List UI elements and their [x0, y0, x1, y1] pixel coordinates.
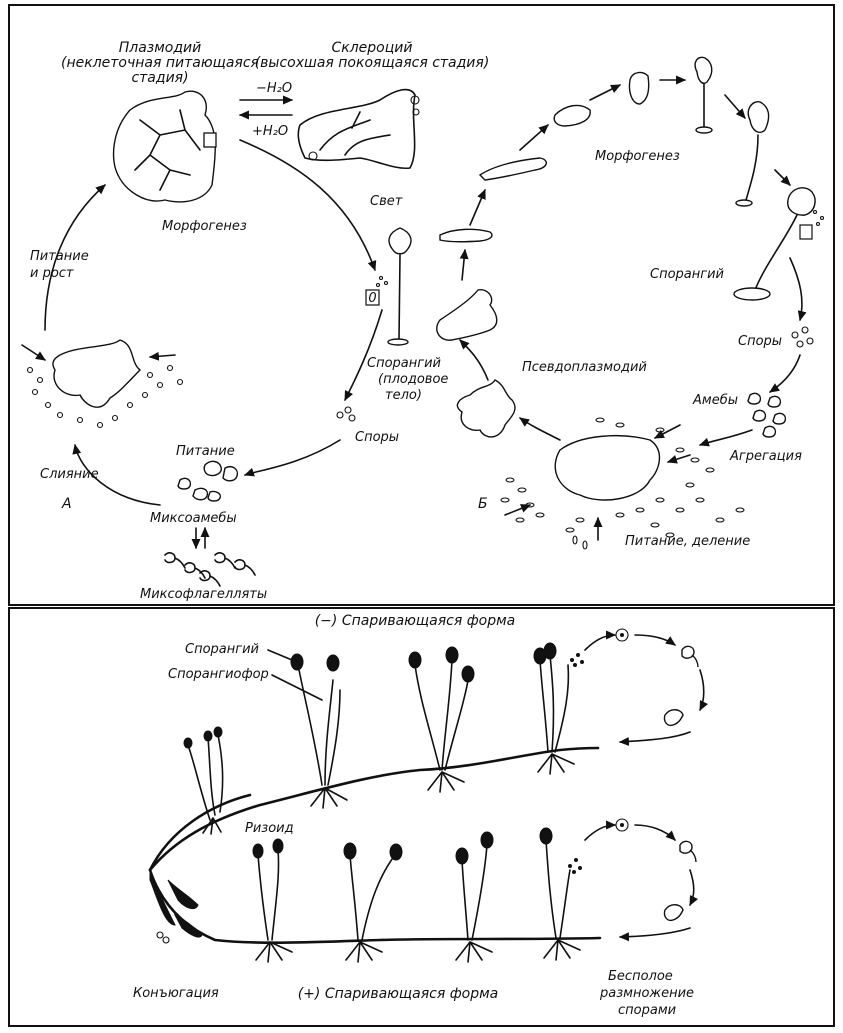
panel-c: (−) Спаривающаяся форма (+) Спаривающаяс…	[133, 613, 709, 1018]
plus-mating-label: (+) Спаривающаяся форма	[298, 986, 499, 1002]
sporangium-label-a-1: Спорангий	[367, 356, 441, 371]
myxoflagellates-drawing	[164, 552, 256, 587]
svg-text:0: 0	[368, 291, 376, 306]
sporangium-label-a-3: тело)	[385, 388, 422, 403]
plus-water-label: +H₂O	[252, 124, 288, 139]
conjugation-zygote	[149, 869, 203, 944]
plus-sporangia-group-4	[539, 827, 582, 961]
sporangium-label-c: Спорангий	[185, 642, 259, 657]
asexual-label-3: спорами	[618, 1003, 676, 1018]
sclerotium-label: Склероций	[332, 40, 413, 56]
morphogenesis-label-a: Морфогенез	[162, 219, 247, 234]
feeding-growth-label-2: и рост	[30, 266, 74, 281]
minus-water-label: −H₂O	[256, 81, 292, 96]
aggregation-center	[500, 417, 745, 550]
rhizoid-label: Ризоид	[245, 821, 294, 836]
pseudoplasmodium-label: Псевдоплазмодий	[522, 360, 647, 375]
myxamoebae-drawing	[177, 460, 239, 502]
panel-a-letter: А	[61, 496, 72, 512]
plasmodium-inset-box	[203, 132, 217, 148]
conjugation-label: Конъюгация	[133, 986, 219, 1001]
plus-asexual-cycle	[584, 818, 699, 942]
slug-drawing	[436, 289, 498, 341]
feeding-division-label: Питание, деление	[625, 534, 750, 549]
panel-a: 0	[21, 40, 490, 602]
morphogenesis-label-b: Морфогенез	[595, 149, 680, 164]
sporangium-label-a-2: (плодовое	[378, 372, 448, 387]
minus-asexual-cycle	[584, 628, 709, 746]
myxamoebae-label: Миксоамебы	[150, 511, 237, 526]
plasmodium-drawing	[112, 90, 217, 203]
plus-sporangia-group-1	[252, 838, 293, 963]
minus-sporangia-group-4	[533, 642, 584, 775]
spores-cluster-b	[791, 326, 814, 348]
myxoflagellates-label: Миксофлагелляты	[140, 587, 267, 602]
young-plasmodium	[21, 339, 184, 429]
sclerotium-drawing	[297, 88, 420, 170]
bottom-panel-frame	[8, 607, 835, 1027]
minus-sporangia-group-1	[183, 726, 224, 835]
plus-sporangia-group-2	[343, 842, 403, 963]
panel-b-letter: Б	[478, 496, 488, 512]
plasmodium-label: Плазмодий	[119, 40, 202, 56]
amoebae-label: Амебы	[692, 393, 738, 408]
aggregation-label: Агрегация	[729, 449, 802, 464]
plus-sporangia-group-3	[455, 831, 494, 963]
plus-hypha	[148, 868, 602, 945]
minus-sporangia-group-3	[408, 646, 475, 793]
spores-cluster-a	[336, 406, 356, 422]
pseudoplasmodium-drawing	[456, 379, 516, 438]
sclerotium-description: (высохшая покоящаяся стадия)	[255, 55, 490, 71]
amoebae-drawing	[747, 392, 787, 438]
plasmodium-description-line-2: стадия)	[131, 70, 188, 86]
minus-hypha-left	[148, 793, 252, 872]
sporangiophore-label: Спорангиофор	[168, 667, 269, 682]
early-fruiting-body	[694, 56, 713, 134]
feeding-label-a: Питание	[176, 444, 235, 459]
fusion-label: Слияние	[40, 467, 99, 482]
sporangium-label-b: Спорангий	[650, 267, 724, 282]
top-panel-frame	[8, 4, 835, 606]
asexual-label-2: размножение	[599, 986, 694, 1001]
spores-label-a: Споры	[355, 430, 399, 445]
feeding-growth-label-1: Питание	[30, 249, 89, 264]
minus-hypha	[148, 746, 600, 872]
mature-sporangium-b	[733, 187, 825, 301]
plasmodium-description-line-1: (неклеточная питающаяся	[61, 55, 259, 71]
minus-sporangia-group-2	[290, 653, 348, 809]
sporangium-fruiting-body: 0	[365, 227, 412, 346]
spores-label-b: Споры	[738, 334, 782, 349]
light-label: Свет	[370, 194, 403, 209]
minus-mating-label: (−) Спаривающаяся форма	[315, 613, 516, 629]
panel-b: Морфогенез Спорангий Споры Амебы Агрегац…	[436, 56, 825, 550]
asexual-label-1: Бесполое	[608, 969, 673, 984]
mid-fruiting-body	[735, 101, 770, 207]
